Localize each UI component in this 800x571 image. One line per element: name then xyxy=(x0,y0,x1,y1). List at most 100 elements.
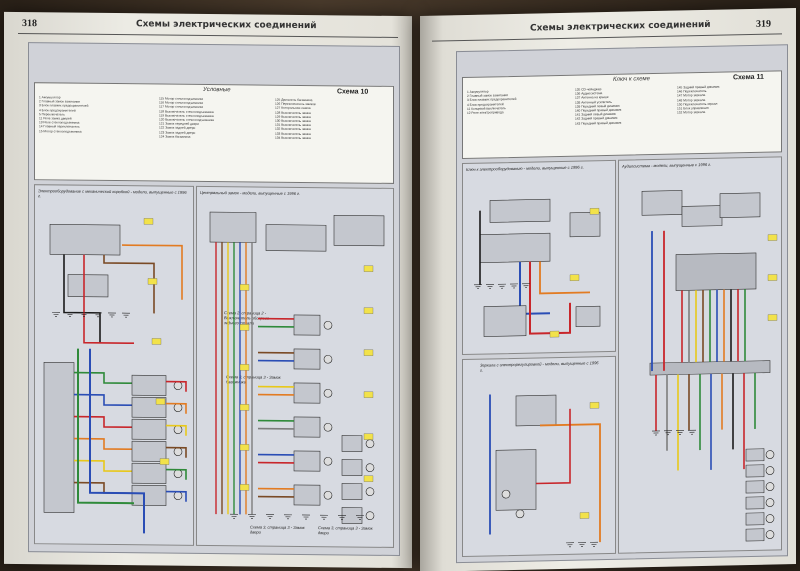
motor-icon xyxy=(365,439,375,448)
component-label xyxy=(239,484,250,491)
component-label xyxy=(147,278,158,285)
component-label xyxy=(239,444,250,451)
component-box xyxy=(745,496,765,510)
wire xyxy=(166,446,187,458)
ground-icon xyxy=(522,283,530,289)
motor-icon xyxy=(765,514,775,523)
ground-icon xyxy=(498,283,506,289)
component-label xyxy=(549,330,560,338)
motor-icon xyxy=(323,490,333,500)
component-label xyxy=(767,274,778,281)
ground-icon xyxy=(664,430,672,436)
ground-icon xyxy=(652,430,660,436)
motor-icon xyxy=(173,447,183,456)
component-label xyxy=(239,284,250,291)
wire xyxy=(74,459,132,473)
wire xyxy=(103,254,155,314)
connector-block xyxy=(649,360,771,376)
motor-icon xyxy=(323,422,333,432)
component-label xyxy=(151,338,162,345)
component-box xyxy=(341,483,363,500)
component-label xyxy=(363,265,374,272)
component-box xyxy=(489,198,551,223)
motor-icon xyxy=(173,491,183,500)
right-page: Схемы электрических соединений 319 Ключ … xyxy=(420,8,796,571)
component-label xyxy=(239,364,250,371)
wire xyxy=(540,423,601,543)
component-label xyxy=(569,274,580,281)
component-box xyxy=(49,224,121,256)
wire xyxy=(166,490,187,502)
component-label xyxy=(589,402,600,409)
component-box xyxy=(293,450,321,472)
motor-icon xyxy=(173,381,183,390)
wire xyxy=(122,244,183,300)
ground-icon xyxy=(676,430,684,435)
wire xyxy=(74,393,132,407)
component-label xyxy=(363,433,374,440)
component-box xyxy=(209,211,257,243)
component-box xyxy=(293,416,321,438)
component-box xyxy=(341,435,363,452)
wire xyxy=(539,261,590,295)
motor-icon xyxy=(323,354,333,364)
ground-icon xyxy=(590,541,598,547)
component-box xyxy=(341,459,363,476)
component-box xyxy=(131,418,167,440)
motor-icon xyxy=(765,530,775,539)
ground-icon xyxy=(230,513,238,519)
motor-icon xyxy=(173,469,183,478)
component-box xyxy=(479,232,551,263)
motor-icon xyxy=(323,456,333,466)
component-box xyxy=(131,440,167,462)
wire xyxy=(529,261,571,335)
motor-icon xyxy=(765,466,775,475)
ground-icon xyxy=(66,312,74,317)
component-label xyxy=(767,314,778,321)
component-box xyxy=(131,462,167,484)
component-label xyxy=(239,404,250,411)
component-label xyxy=(155,398,166,405)
component-box xyxy=(293,348,321,370)
ground-icon xyxy=(356,515,364,520)
wire xyxy=(74,371,132,385)
component-box xyxy=(515,394,557,427)
component-label xyxy=(363,391,374,398)
component-box xyxy=(293,382,321,404)
ground-icon xyxy=(474,284,482,290)
ground-icon xyxy=(122,312,130,318)
wire xyxy=(166,424,187,436)
motor-icon xyxy=(365,463,375,472)
wire xyxy=(536,408,571,485)
component-box xyxy=(575,305,601,327)
component-box xyxy=(293,484,321,506)
component-box xyxy=(681,205,723,227)
motor-icon xyxy=(323,388,333,398)
ground-icon xyxy=(510,283,518,289)
component-box xyxy=(641,190,683,216)
ground-icon xyxy=(108,312,116,318)
left-wiring-diagram xyxy=(43,211,385,534)
component-box xyxy=(293,314,321,336)
wire xyxy=(74,481,132,495)
component-box xyxy=(483,305,527,337)
component-label xyxy=(363,475,374,482)
ground-icon xyxy=(52,312,60,317)
component-box xyxy=(67,274,109,298)
left-page: 318 Схемы электрических соединений Услов… xyxy=(4,11,412,569)
component-box xyxy=(333,215,385,247)
wire xyxy=(83,254,134,345)
motor-icon xyxy=(323,320,333,330)
component-box xyxy=(131,374,167,396)
ground-icon xyxy=(338,515,346,520)
motor-icon xyxy=(501,489,511,499)
component-box xyxy=(131,484,167,506)
motor-icon xyxy=(765,498,775,507)
ground-icon xyxy=(248,514,256,519)
motor-icon xyxy=(173,425,183,434)
wire xyxy=(89,348,145,534)
motor-icon xyxy=(173,403,183,412)
wire xyxy=(74,437,132,451)
right-wiring-diagram xyxy=(474,190,778,548)
